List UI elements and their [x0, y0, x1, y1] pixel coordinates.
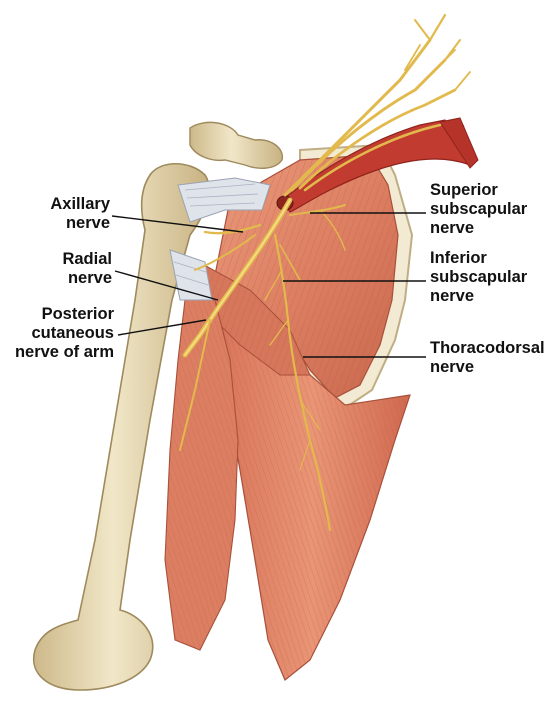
label-radial-nerve: Radial nerve [62, 250, 112, 287]
nerve-branches [179, 197, 346, 532]
label-axillary-nerve: Axillary nerve [50, 195, 110, 232]
label-inferior-subscapular-nerve: Inferior subscapular nerve [430, 249, 528, 305]
axillary-artery [281, 119, 472, 213]
tendon-striations [173, 183, 259, 286]
label-posterior-cutaneous-nerve: Posterior cutaneous nerve of arm [14, 305, 114, 361]
acromion-bone [189, 121, 284, 169]
artery-vessel-upper [439, 117, 479, 169]
leader-axillary [111, 215, 244, 233]
label-thoracodorsal-nerve: Thoracodorsal nerve [430, 339, 545, 376]
teres-major-fibers [195, 260, 310, 375]
leader-posterior [117, 319, 207, 336]
label-superior-subscapular-nerve: Superior subscapular nerve [430, 181, 528, 237]
teres-tendon [169, 249, 213, 301]
brachial-plexus [283, 13, 471, 197]
leader-radial [114, 270, 219, 301]
latissimus-fibers [215, 300, 410, 680]
leader-lines [111, 212, 426, 358]
subscapularis-fibers [215, 155, 398, 398]
triceps-fibers [165, 300, 238, 650]
